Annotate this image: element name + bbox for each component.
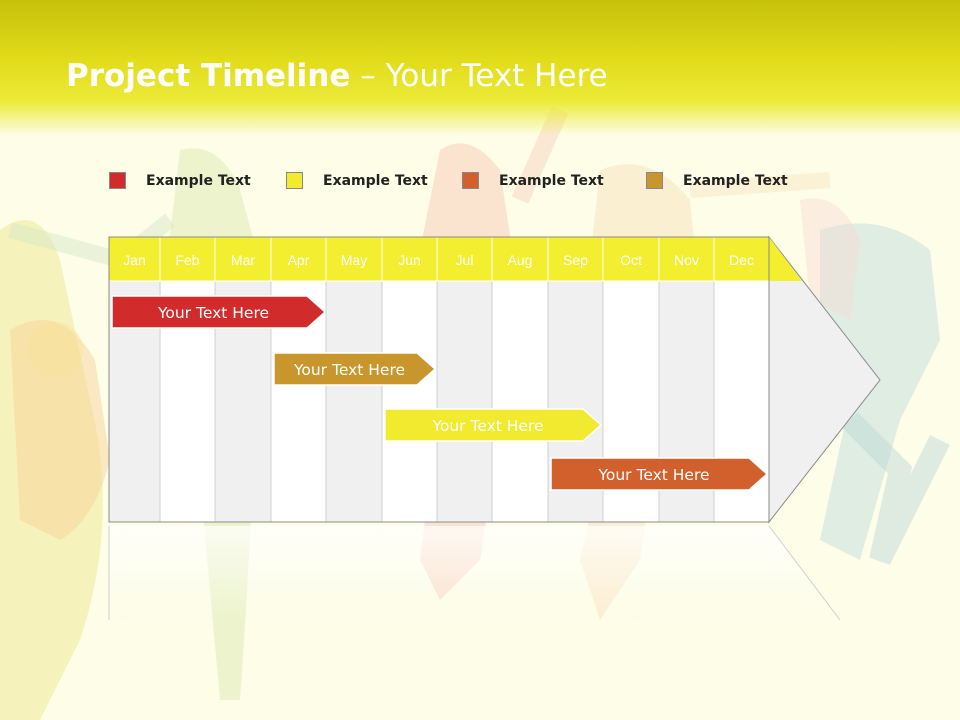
month-header-cell: [159, 236, 216, 282]
month-column: [436, 280, 493, 523]
title-bold: Project Timeline: [66, 58, 351, 94]
legend-swatch-yellow: [286, 172, 303, 189]
timeline-frame: [108, 236, 770, 523]
legend-label-4: Example Text: [683, 173, 788, 189]
silhouette-head-left: [27, 322, 83, 378]
slide-title: Project Timeline – Your Text Here: [66, 58, 608, 94]
month-label: Jun: [398, 252, 421, 268]
month-header-cell: [713, 236, 770, 282]
task-arrow: [111, 295, 327, 329]
month-label: Sep: [563, 252, 588, 268]
silhouette-arm-peach: [689, 172, 831, 198]
month-header-cell: [108, 236, 161, 282]
task-bar: Your Text Here: [384, 408, 603, 442]
task-arrow: [550, 457, 769, 491]
reflection-shape: [109, 526, 840, 620]
task-bar: Your Text Here: [550, 457, 769, 491]
task-label: Your Text Here: [597, 466, 709, 484]
task-label: Your Text Here: [293, 361, 405, 379]
month-label: Mar: [231, 252, 255, 268]
task-bar: Your Text Here: [111, 295, 327, 329]
month-label: Jul: [456, 252, 474, 268]
task-arrow: [273, 352, 437, 386]
task-bar: Your Text Here: [273, 352, 437, 386]
task-label: Your Text Here: [157, 304, 269, 322]
month-column: [325, 280, 383, 523]
legend-swatch-gold: [646, 172, 663, 189]
month-label: Dec: [729, 252, 754, 268]
month-column: [491, 280, 549, 523]
legend-label-3: Example Text: [499, 173, 604, 189]
month-label: Nov: [674, 252, 699, 268]
task-label: Your Text Here: [431, 417, 543, 435]
month-column: [381, 280, 438, 523]
timeline-reflection: [108, 525, 841, 621]
silhouette-blue: [820, 223, 940, 561]
arrow-tip-header: [769, 237, 802, 281]
reflection-edges: [108, 525, 841, 621]
silhouette-legs-blue: [842, 412, 950, 565]
month-label: Aug: [508, 252, 533, 268]
silhouette-yellow-left: [0, 220, 103, 720]
timeline-body: Jan Feb Mar Apr May Jun Jul Aug Sep Oct Nov Dec: [108, 235, 881, 524]
silhouette-pink: [800, 198, 860, 320]
month-header-cell: [602, 236, 660, 282]
title-band: [0, 0, 960, 135]
legend-swatch-orange: [462, 172, 479, 189]
task-arrow: [384, 408, 603, 442]
month-label: Feb: [175, 252, 199, 268]
month-label: May: [341, 252, 367, 268]
month-header-cell: [658, 236, 715, 282]
silhouette-orange-left: [10, 320, 110, 540]
month-label: Jan: [123, 252, 146, 268]
month-header-cell: [270, 236, 327, 282]
title-rest: – Your Text Here: [350, 58, 608, 94]
month-label: Oct: [620, 252, 642, 268]
month-label: Apr: [288, 252, 310, 268]
legend-label-1: Example Text: [146, 173, 251, 189]
legend-label-2: Example Text: [323, 173, 428, 189]
legend-swatch-red: [109, 172, 126, 189]
month-header-cell: [436, 236, 493, 282]
